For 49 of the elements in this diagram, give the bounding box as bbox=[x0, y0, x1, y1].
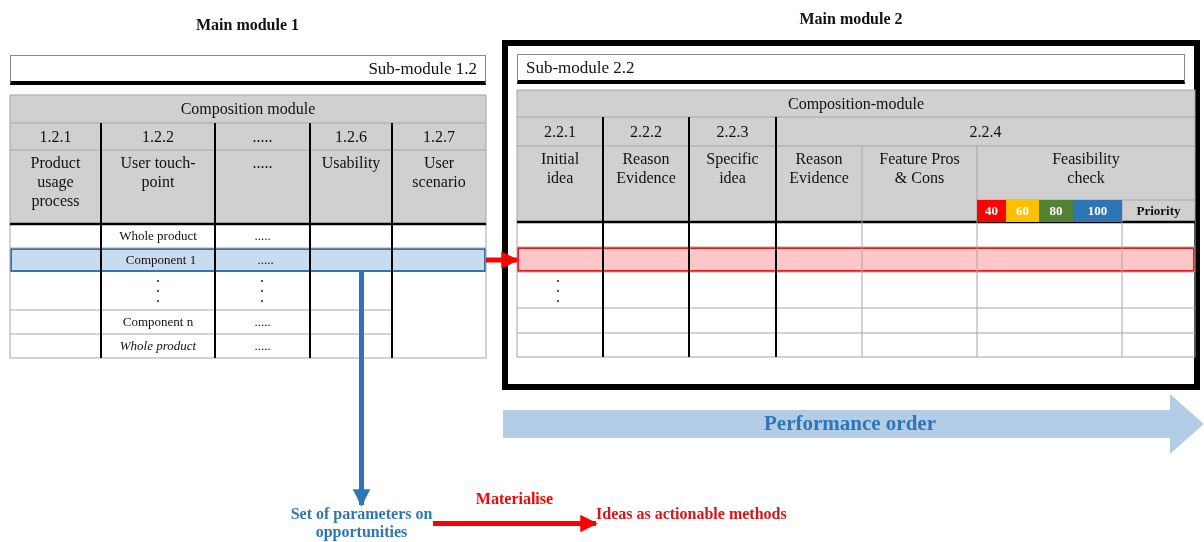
column-header: 1.2.2 bbox=[142, 126, 174, 147]
column-header: 1.2.7 bbox=[423, 126, 455, 147]
table-cell-text: Component n bbox=[122, 314, 194, 330]
node-text: Sub-module 1.2 bbox=[368, 58, 477, 79]
column-header: Composition module bbox=[180, 99, 316, 119]
column-header: Usability bbox=[321, 153, 381, 173]
column-header: User scenario bbox=[411, 153, 467, 192]
column-header: Composition-module bbox=[788, 93, 924, 114]
column-header: 1.2.6 bbox=[335, 126, 367, 147]
node-text: Ideas as actionable methods bbox=[596, 505, 788, 523]
submodule-box bbox=[10, 55, 486, 85]
column-header: Reason Evidence bbox=[615, 149, 677, 188]
column-header: Reason Evidence bbox=[788, 149, 850, 188]
column-header: ..... bbox=[252, 126, 273, 147]
arrow bbox=[486, 251, 519, 269]
score-cell: 80 bbox=[1039, 200, 1073, 222]
submodule-box bbox=[517, 54, 1185, 84]
highlighted-row bbox=[10, 248, 486, 272]
arrow bbox=[352, 272, 371, 507]
column-header: Product usage process bbox=[29, 153, 82, 211]
column-header: User touch-point bbox=[119, 153, 197, 192]
module-heading: Main module 1 bbox=[195, 15, 300, 35]
score-cell: 60 bbox=[1006, 200, 1039, 222]
column-header: ..... bbox=[252, 153, 273, 173]
table-cell-text: ..... bbox=[256, 252, 275, 268]
column-header: Feasibility check bbox=[1051, 149, 1121, 188]
direction-label: Performance order bbox=[764, 411, 936, 437]
column-header: Priority bbox=[1136, 203, 1181, 219]
table-cell-text: Whole product bbox=[119, 228, 197, 244]
score-cell: 100 bbox=[1073, 200, 1122, 222]
column-header: 2.2.4 bbox=[969, 121, 1002, 142]
column-header: 2.2.3 bbox=[716, 121, 749, 142]
column-header: Feature Pros & Cons bbox=[878, 149, 961, 188]
column-header: 2.2.2 bbox=[630, 121, 662, 142]
arrow bbox=[433, 514, 598, 533]
node-text: Sub-module 2.2 bbox=[526, 57, 635, 78]
table-cell-text: ..... bbox=[254, 338, 271, 354]
column-header: 1.2.1 bbox=[39, 126, 72, 147]
column-header: Specific idea bbox=[705, 149, 760, 188]
module-heading: Main module 2 bbox=[798, 10, 904, 28]
column-header: Initial idea bbox=[539, 149, 581, 188]
edge-label: Materialise bbox=[473, 489, 556, 507]
table-cell-text: Component 1 bbox=[124, 252, 198, 268]
node-text: Set of parameters on opportunities bbox=[290, 505, 433, 541]
score-cell: 40 bbox=[977, 200, 1006, 222]
table-cell-text: ..... bbox=[254, 314, 271, 330]
table-cell-text: ..... bbox=[254, 228, 271, 244]
table-cell-text: Whole product bbox=[119, 338, 197, 354]
column-header: 2.2.1 bbox=[544, 121, 576, 142]
